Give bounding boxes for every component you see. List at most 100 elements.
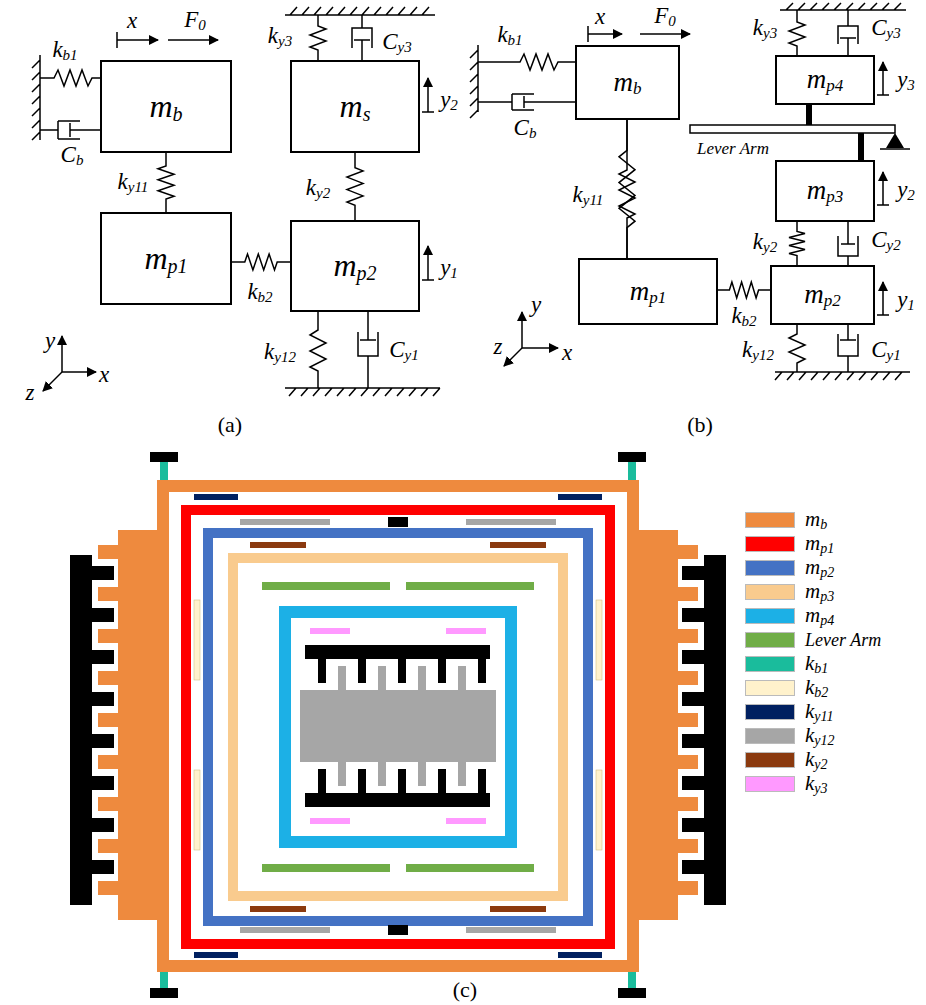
symbol-label: Cb	[61, 143, 84, 168]
drawing-part	[32, 55, 40, 140]
drawing-part	[406, 582, 534, 590]
drawing-part	[285, 612, 511, 842]
drawing-part	[338, 666, 346, 690]
symbol-label: ky2	[753, 230, 777, 255]
drawing-part	[70, 530, 163, 920]
drawing-part	[250, 542, 306, 548]
drawing-part	[478, 659, 486, 683]
symbol-label: x	[562, 341, 572, 364]
drawing-part	[318, 769, 326, 793]
drawing-part	[310, 15, 326, 60]
mass-label: mb	[149, 90, 182, 124]
drawing-part	[406, 864, 534, 872]
symbol-label: kb1	[497, 23, 522, 48]
drawing-part	[806, 105, 812, 125]
spring-connector	[619, 120, 635, 258]
symbol-label: Cb	[514, 116, 537, 141]
drawing-part	[300, 690, 496, 762]
panel-b-symbols	[470, 3, 910, 380]
drawing-part	[478, 54, 575, 70]
drawing-part	[458, 666, 466, 690]
drawing-part	[789, 10, 805, 55]
drawing-part	[478, 94, 575, 110]
drawing-part	[168, 39, 218, 41]
panel-a-symbols	[32, 7, 440, 396]
drawing-part	[470, 45, 478, 118]
mass-box: mp2	[290, 220, 420, 312]
drawing-part	[418, 666, 426, 690]
drawing-part	[521, 312, 523, 348]
panel-label: (c)	[453, 979, 477, 1001]
drawing-part	[194, 952, 238, 958]
legend-text: ky3	[805, 773, 828, 796]
drawing-part	[240, 519, 330, 525]
legend-swatch	[745, 584, 795, 600]
drawing-part	[478, 769, 486, 793]
legend-swatch	[745, 704, 795, 720]
legend-swatch	[745, 656, 795, 672]
drawing-part	[338, 762, 346, 786]
mass-label: mp4	[807, 66, 844, 94]
drawing-part	[640, 33, 690, 35]
drawing-part	[310, 628, 350, 634]
drawing-part	[618, 452, 646, 462]
drawing-part	[558, 952, 602, 958]
symbol-label: Cy3	[871, 16, 901, 41]
drawing-part	[880, 148, 910, 150]
legend-text: kb2	[805, 677, 828, 700]
drawing-part	[789, 325, 805, 372]
legend-swatch	[745, 608, 795, 624]
drawing-part	[285, 388, 440, 396]
drawing-part	[194, 770, 200, 850]
symbol-label: y	[45, 329, 55, 352]
drawing-part	[163, 486, 633, 966]
mass-box: mb	[575, 45, 680, 120]
symbol-label: kb2	[247, 280, 272, 305]
drawing-part	[233, 558, 563, 896]
mass-label: mp2	[804, 281, 841, 309]
symbol-label: Cy3	[382, 30, 412, 55]
legend-swatch	[745, 680, 795, 696]
drawing-part	[877, 62, 889, 95]
mass-box: mp4	[775, 55, 875, 105]
symbol-label: ky3	[753, 16, 777, 41]
drawing-part	[318, 659, 326, 683]
drawing-part	[40, 70, 100, 86]
drawing-part	[558, 494, 602, 500]
mass-label: mp3	[807, 177, 844, 205]
drawing-part	[422, 246, 434, 280]
drawing-part	[378, 762, 386, 786]
drawing-part	[466, 519, 556, 525]
drawing-part	[310, 818, 350, 824]
drawing-part	[240, 927, 330, 933]
legend-swatch	[745, 536, 795, 552]
legend-text: mp4	[805, 605, 834, 628]
drawing-part	[398, 769, 406, 793]
symbol-label: ky12	[742, 338, 774, 363]
spring-connector	[158, 153, 174, 212]
symbol-label: x	[595, 5, 605, 28]
drawing-part	[446, 818, 486, 824]
legend-swatch	[745, 752, 795, 768]
drawing-part	[490, 542, 546, 548]
drawing-part	[877, 282, 889, 315]
drawing-part	[117, 32, 158, 48]
panel-label: (a)	[218, 414, 242, 436]
symbol-label: y2	[440, 88, 458, 113]
drawing-part	[388, 517, 408, 527]
spring-connector	[789, 222, 805, 265]
drawing-part	[378, 666, 386, 690]
symbol-label: y1	[897, 288, 915, 313]
legend-swatch	[745, 560, 795, 576]
legend-text: mp3	[805, 581, 834, 604]
drawing-part	[490, 906, 546, 912]
legend-text: kb1	[805, 653, 828, 676]
drawing-part	[618, 988, 646, 998]
mass-box: mp1	[100, 212, 232, 305]
drawing-part	[250, 906, 306, 912]
lever-arm	[690, 105, 910, 160]
drawing-part	[422, 78, 434, 112]
drawing-part	[596, 770, 602, 850]
symbol-label: ky3	[268, 24, 292, 49]
